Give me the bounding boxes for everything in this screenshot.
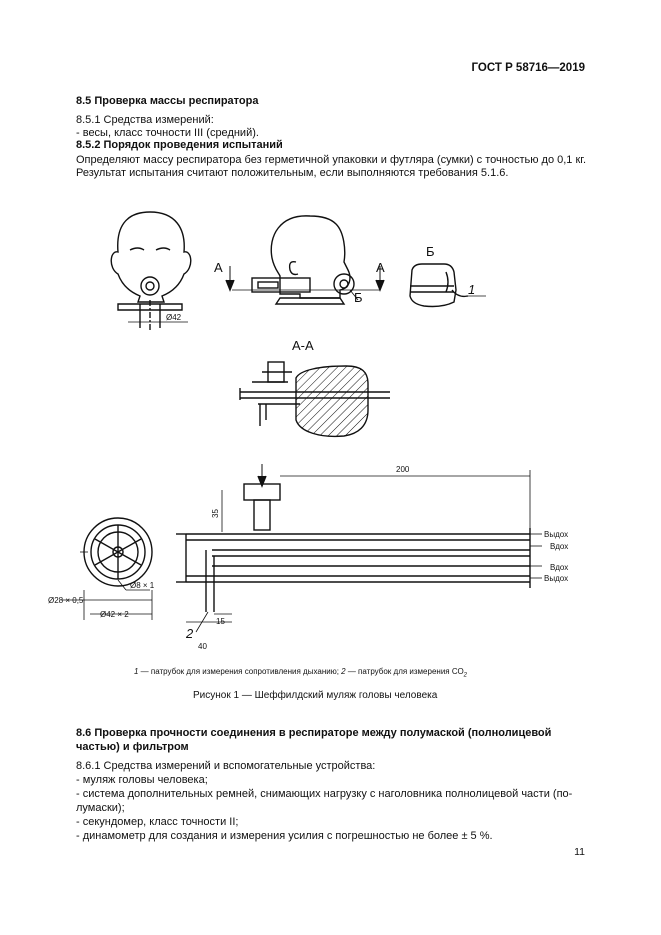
detail-b-view xyxy=(409,263,486,308)
dim-d42-head: Ø42 xyxy=(166,313,182,322)
end-view-circle xyxy=(62,517,153,620)
callout-2: 2 xyxy=(185,626,194,641)
note-number: 2 xyxy=(341,667,346,676)
paragraph-8-6-1: 8.6.1 Средства измерений и вспомогательн… xyxy=(76,760,376,772)
dim-d28: Ø28 × 0,5 xyxy=(48,596,84,605)
label-a-right: А xyxy=(376,260,385,275)
paragraph-8-5-1: 8.5.1 Средства измерений: xyxy=(76,114,214,126)
note-text: — патрубок для измерения сопротивления д… xyxy=(138,667,342,676)
flow-label-in2: Вдох xyxy=(550,563,568,572)
callout-1: 1 xyxy=(468,282,475,297)
section-title-8-5: 8.5 Проверка массы респиратора xyxy=(76,95,259,107)
list-item: - система дополнительных ремней, снимающ… xyxy=(76,788,573,800)
paragraph-line: Определяют массу респиратора без гермети… xyxy=(76,154,587,166)
dim-d42x2: Ø42 × 2 xyxy=(100,610,129,619)
paragraph-line: Результат испытания считают положительны… xyxy=(76,167,509,179)
document-header: ГОСТ Р 58716—2019 xyxy=(471,62,585,74)
dim-d8: Ø8 × 1 xyxy=(130,581,155,590)
head-side-view xyxy=(225,215,385,305)
dim-15: 15 xyxy=(216,617,225,626)
tube-assembly-view xyxy=(176,464,542,633)
subsection-title-8-5-2: 8.5.2 Порядок проведения испытаний xyxy=(76,139,283,151)
section-aa-view xyxy=(239,361,390,438)
page-number: 11 xyxy=(574,846,585,858)
label-b-marker: Б xyxy=(354,290,363,305)
dim-35: 35 xyxy=(211,509,220,518)
flow-label-in1: Вдох xyxy=(550,542,568,551)
label-section-aa: А-А xyxy=(292,338,314,353)
list-item: - весы, класс точности III (средний). xyxy=(76,127,259,139)
list-item: - динамометр для создания и измерения ус… xyxy=(76,830,493,842)
flow-label-out2: Выдох xyxy=(544,574,568,583)
list-item: лумаски); xyxy=(76,802,125,814)
flow-label-out1: Выдох xyxy=(544,530,568,539)
figure-notes: 1 — патрубок для измерения сопротивления… xyxy=(134,667,467,679)
figure-caption: Рисунок 1 — Шеффилдский муляж головы чел… xyxy=(193,690,438,701)
head-front-view xyxy=(110,211,192,332)
note-text: — патрубок для измерения СО xyxy=(345,667,464,676)
list-item: - секундомер, класс точности II; xyxy=(76,816,239,828)
note-number: 1 xyxy=(134,667,139,676)
note-subscript: 2 xyxy=(463,672,468,679)
label-b-view: Б xyxy=(426,244,435,259)
section-title-8-6-cont: частью) и фильтром xyxy=(76,741,189,753)
list-item: - муляж головы человека; xyxy=(76,774,208,786)
label-a-left: А xyxy=(214,260,223,275)
dim-200: 200 xyxy=(396,465,410,474)
section-title-8-6: 8.6 Проверка прочности соединения в респ… xyxy=(76,727,552,739)
dim-40: 40 xyxy=(198,642,207,651)
